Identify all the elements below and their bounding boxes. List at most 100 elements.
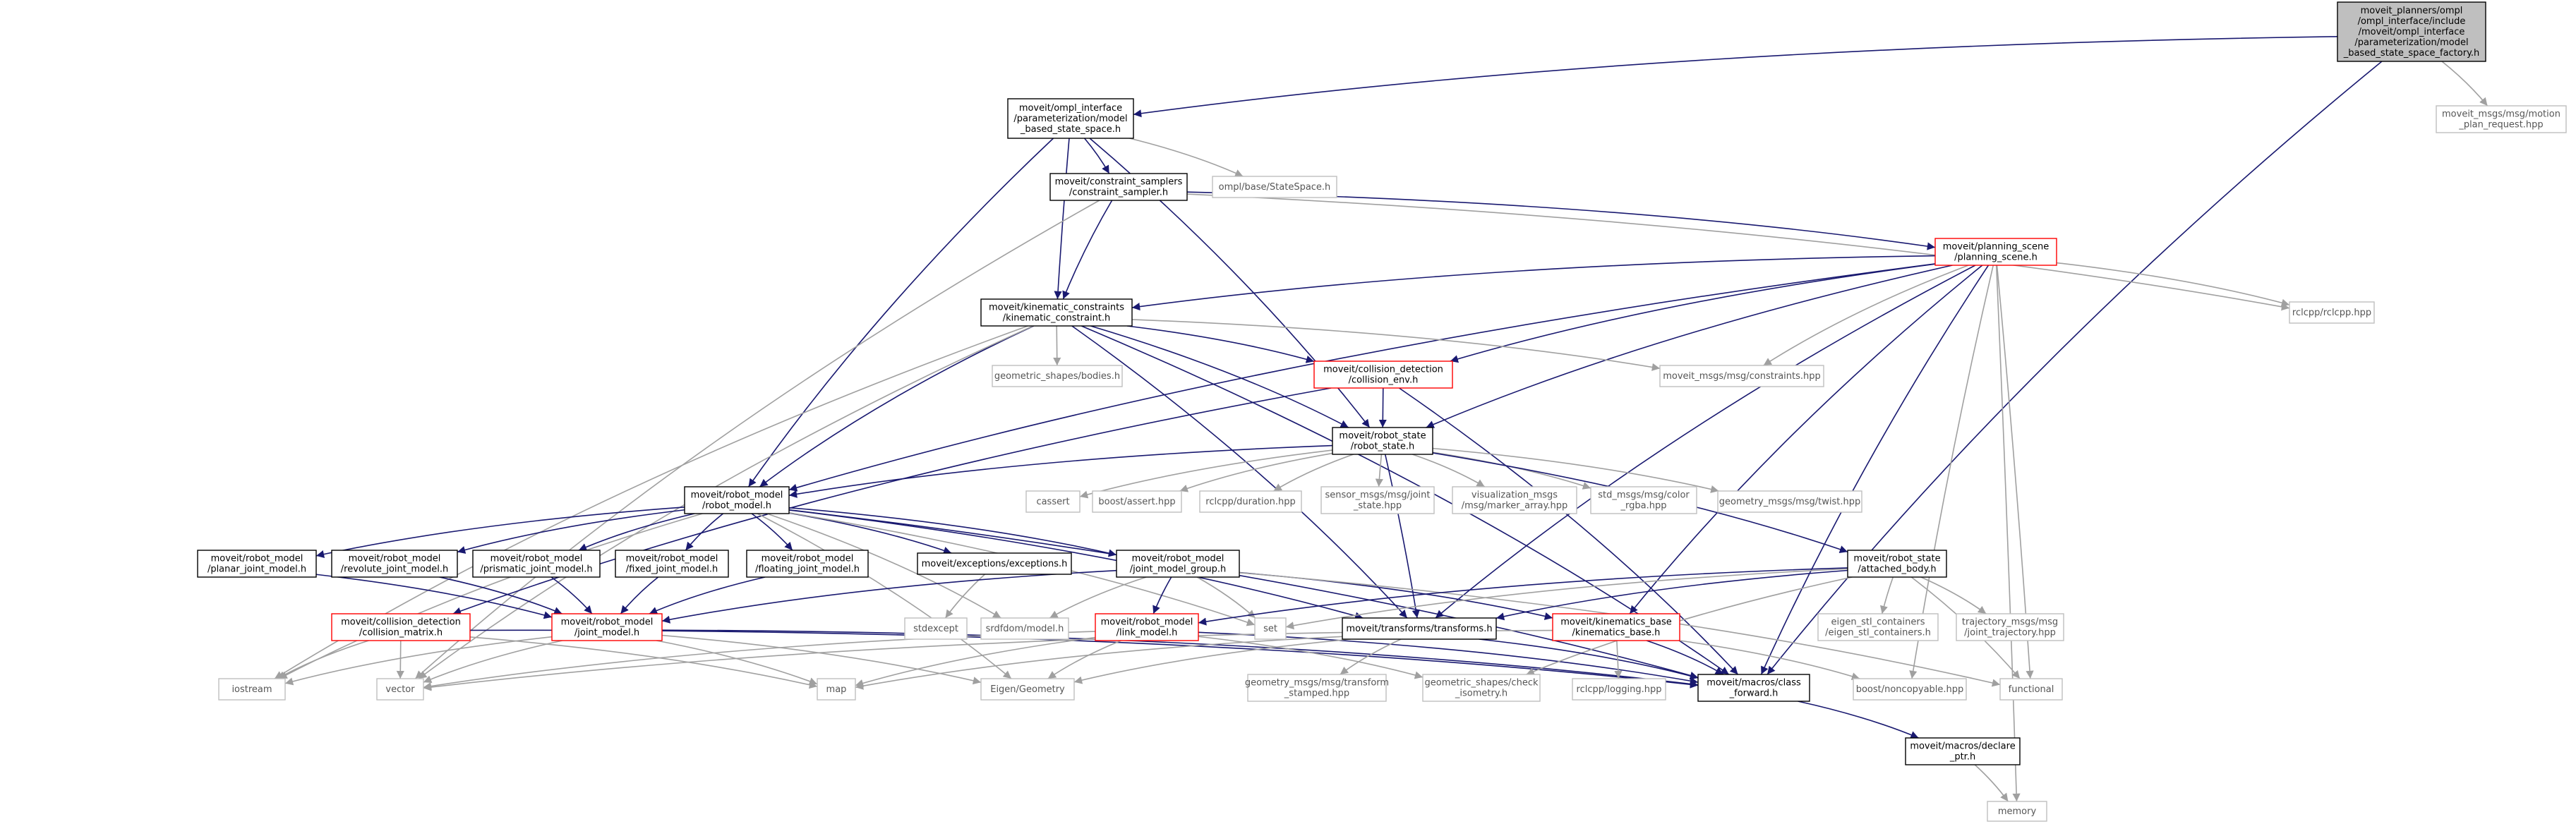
node-label-line: moveit/robot_model <box>626 554 718 564</box>
node-fixed-joint[interactable]: moveit/robot_model/fixed_joint_model.h <box>615 550 729 578</box>
node-label-line: moveit/robot_model <box>1132 554 1224 564</box>
node-constraint-sampler[interactable]: moveit/constraint_samplers/constraint_sa… <box>1049 173 1188 201</box>
node-label-line: /floating_joint_model.h <box>755 564 860 575</box>
node-label-line: memory <box>1998 806 2037 817</box>
node-boost-noncopyable[interactable]: boost/noncopyable.hpp <box>1853 678 1967 701</box>
node-collision-matrix[interactable]: moveit/collision_detection/collision_mat… <box>331 613 471 641</box>
edge-robot_model-to-fixed_joint <box>685 513 724 551</box>
node-label-line: /kinematics_base.h <box>1572 628 1661 638</box>
node-joint-model-group[interactable]: moveit/robot_model/joint_model_group.h <box>1116 550 1240 578</box>
node-std-color[interactable]: std_msgs/msg/color_rgba.hpp <box>1590 486 1697 514</box>
node-robot-model[interactable]: moveit/robot_model/robot_model.h <box>684 486 790 514</box>
node-revolute-joint[interactable]: moveit/robot_model/revolute_joint_model.… <box>331 550 458 578</box>
node-vector[interactable]: vector <box>376 678 424 701</box>
node-srdfdom[interactable]: srdfdom/model.h <box>980 617 1069 640</box>
node-attached-body[interactable]: moveit/robot_state/attached_body.h <box>1847 550 1947 578</box>
node-label-line: moveit/ompl_interface <box>1019 103 1122 114</box>
node-box <box>684 486 790 514</box>
node-box <box>1247 674 1387 702</box>
node-model-based[interactable]: moveit/ompl_interface/parameterization/m… <box>1007 98 1134 139</box>
edge-planning_scene-to-msgs_constraints <box>1763 265 1969 366</box>
node-root[interactable]: moveit_planners/ompl/ompl_interface/incl… <box>2337 1 2486 62</box>
node-map[interactable]: map <box>817 678 856 701</box>
node-box <box>1313 360 1453 389</box>
edge-joint_model_group-to-link_model <box>1152 576 1172 614</box>
node-rclcpp[interactable]: rclcpp/rclcpp.hpp <box>2289 301 2375 324</box>
node-traj-msgs[interactable]: trajectory_msgs/msg/joint_trajectory.hpp <box>1956 613 2064 641</box>
node-box <box>472 550 601 578</box>
node-msgs-constraints[interactable]: moveit_msgs/msg/constraints.hpp <box>1659 365 1824 387</box>
edge-collision_matrix-to-vector <box>396 640 404 679</box>
node-ompl-statespace[interactable]: ompl/base/StateSpace.h <box>1212 176 1337 198</box>
node-iostream[interactable]: iostream <box>218 678 286 701</box>
node-motion-plan[interactable]: moveit_msgs/msg/motion_plan_request.hpp <box>2436 105 2567 133</box>
edge-robot_state-to-boost_assert <box>1179 452 1333 492</box>
edge-planar_joint-to-joint_model <box>315 574 553 619</box>
node-box <box>980 678 1075 701</box>
node-label-line: moveit_msgs/msg/constraints.hpp <box>1663 371 1821 382</box>
node-box <box>1199 490 1302 513</box>
node-box <box>197 550 317 578</box>
node-declare-ptr[interactable]: moveit/macros/declare_ptr.h <box>1905 737 2021 765</box>
node-memory[interactable]: memory <box>1987 801 2047 822</box>
node-box <box>1905 737 2021 765</box>
node-planar-joint[interactable]: moveit/robot_model/planar_joint_model.h <box>197 550 317 578</box>
node-cassert[interactable]: cassert <box>1025 490 1081 513</box>
node-label-line: moveit/robot_model <box>490 554 583 564</box>
node-box <box>2337 1 2486 62</box>
edge-planning_scene-to-rclcpp <box>2056 262 2290 307</box>
node-link-model[interactable]: moveit/robot_model/link_model.h <box>1095 613 1199 641</box>
edge-transforms-to-map <box>855 636 1343 690</box>
node-geom-twist[interactable]: geometry_msgs/msg/twist.hpp <box>1717 490 1862 513</box>
node-joint-model[interactable]: moveit/robot_model/joint_model.h <box>551 613 663 641</box>
node-set[interactable]: set <box>1254 617 1287 640</box>
node-box <box>1817 613 1939 641</box>
node-box <box>1116 550 1240 578</box>
node-label-line: moveit/robot_state <box>1853 554 1940 564</box>
node-class-forward[interactable]: moveit/macros/class_forward.h <box>1697 674 1810 702</box>
node-geometric-bodies[interactable]: geometric_shapes/bodies.h <box>992 365 1123 387</box>
edge-robot_model-to-exceptions <box>788 512 952 555</box>
node-prismatic-joint[interactable]: moveit/robot_model/prismatic_joint_model… <box>472 550 601 578</box>
node-geom-transform[interactable]: geometry_msgs/msg/transform_stamped.hpp <box>1245 674 1389 702</box>
node-label-line: moveit/kinematics_base <box>1560 617 1672 628</box>
node-exceptions[interactable]: moveit/exceptions/exceptions.h <box>917 552 1072 575</box>
node-boost-assert[interactable]: boost/assert.hpp <box>1092 490 1182 513</box>
node-eigen-geometry[interactable]: Eigen/Geometry <box>980 678 1075 701</box>
node-transforms[interactable]: moveit/transforms/transforms.h <box>1342 617 1497 640</box>
edge-robot_model-to-prismatic_joint <box>578 513 695 551</box>
edge-kinematic_constraint-to-collision_env <box>1126 325 1315 363</box>
node-robot-state[interactable]: moveit/robot_state/robot_state.h <box>1332 427 1433 455</box>
node-label-line: rclcpp/rclcpp.hpp <box>2292 308 2371 318</box>
node-box <box>980 617 1069 640</box>
node-planning-scene[interactable]: moveit/planning_scene/planning_scene.h <box>1934 238 2057 266</box>
node-box <box>1342 617 1497 640</box>
node-rclcpp-duration[interactable]: rclcpp/duration.hpp <box>1199 490 1302 513</box>
node-label-line: /planning_scene.h <box>1954 253 2038 263</box>
edge-joint_model-to-map <box>656 640 818 685</box>
edge-collision_matrix-to-iostream <box>277 640 369 679</box>
node-kinematic-constraint[interactable]: moveit/kinematic_constraints/kinematic_c… <box>980 298 1133 327</box>
edge-joint_model-to-class_forward <box>661 629 1699 689</box>
node-rclcpp-logging[interactable]: rclcpp/logging.hpp <box>1572 678 1666 701</box>
node-label-line: set <box>1263 624 1277 634</box>
node-label-line: vector <box>385 684 415 695</box>
node-floating-joint[interactable]: moveit/robot_model/floating_joint_model.… <box>746 550 869 578</box>
node-collision-env[interactable]: moveit/collision_detection/collision_env… <box>1313 360 1453 389</box>
edge-joint_model-to-eigen_geometry <box>661 634 982 685</box>
node-geom-check[interactable]: geometric_shapes/check_isometry.h <box>1422 674 1541 702</box>
node-eigen-stl[interactable]: eigen_stl_containers/eigen_stl_container… <box>1817 613 1939 641</box>
node-label-line: /joint_model_group.h <box>1130 564 1227 575</box>
node-label-line: geometry_msgs/msg/twist.hpp <box>1719 497 1861 507</box>
node-label-line: eigen_stl_containers <box>1831 617 1925 628</box>
node-vis-marker[interactable]: visualization_msgs/msg/marker_array.hpp <box>1452 486 1577 514</box>
node-box <box>1049 173 1188 201</box>
node-functional[interactable]: functional <box>1999 678 2063 701</box>
edge-robot_model-to-floating_joint <box>751 513 793 551</box>
node-stdexcept[interactable]: stdexcept <box>904 617 968 640</box>
node-kinematics-base[interactable]: moveit/kinematics_base/kinematics_base.h <box>1552 613 1680 641</box>
node-label-line: functional <box>2009 684 2054 695</box>
edge-collision_env-to-class_forward <box>1399 387 1739 675</box>
node-sensor-joint[interactable]: sensor_msgs/msg/joint_state.hpp <box>1320 486 1435 514</box>
node-label-line: moveit/constraint_samplers <box>1055 177 1183 188</box>
